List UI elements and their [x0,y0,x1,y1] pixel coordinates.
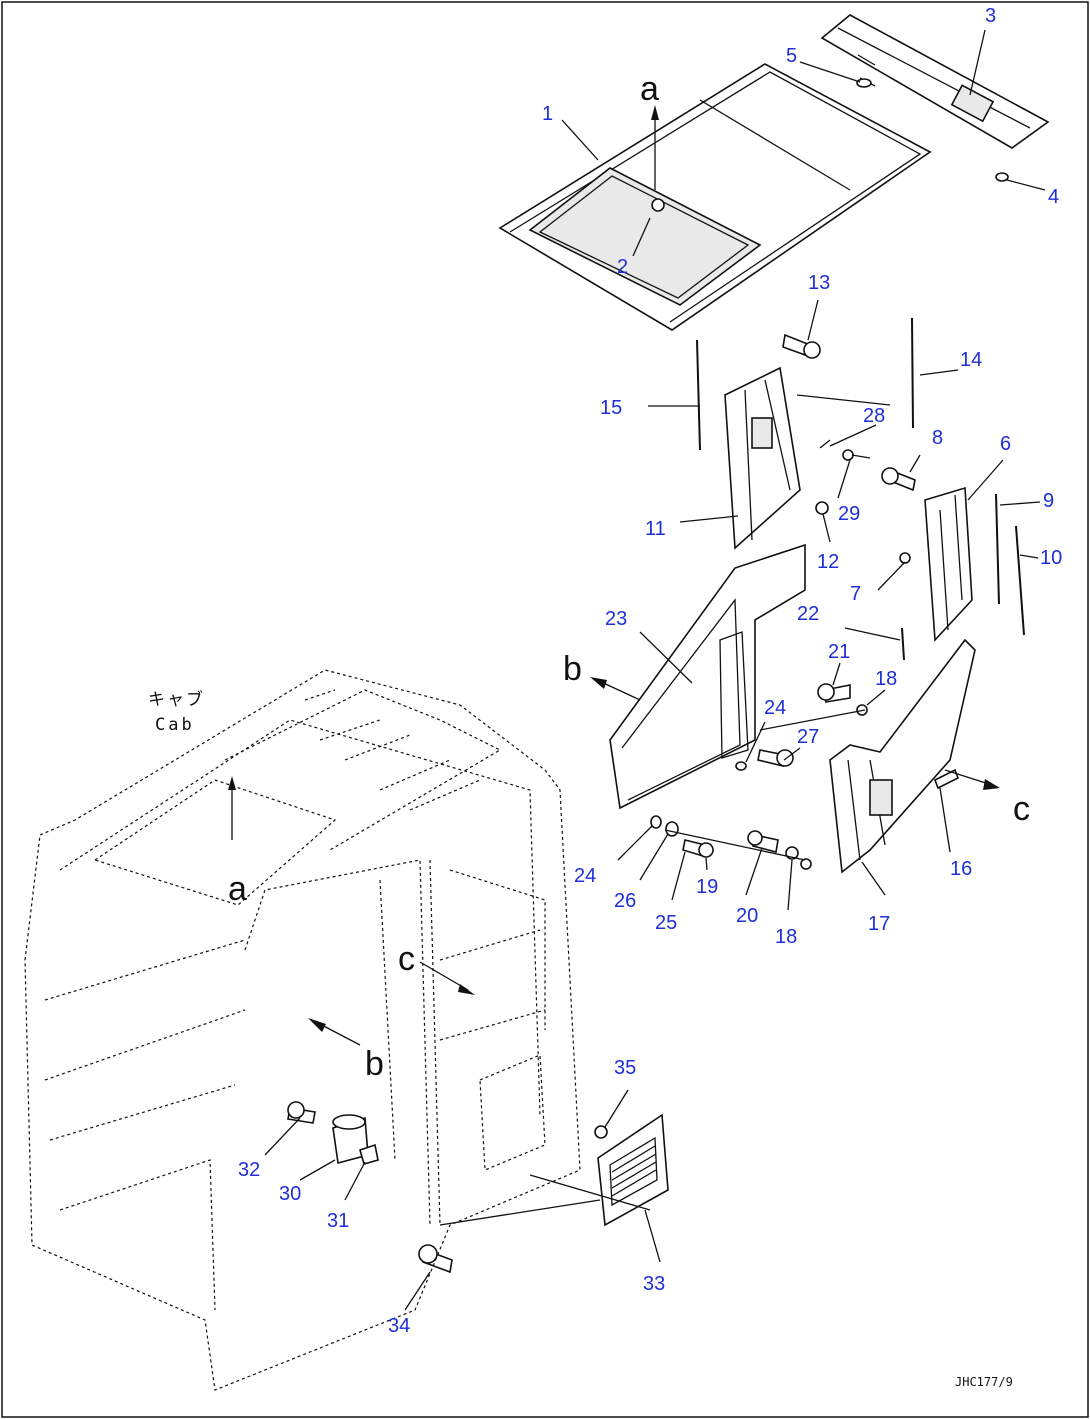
leader-lines [264,29,1046,1311]
cab-label-en: Cab [155,715,195,735]
callout-12: 12 [817,551,839,573]
callout-14: 14 [960,349,982,371]
callout-29: 29 [838,503,860,525]
callout-16: 16 [950,858,972,880]
callout-31: 31 [327,1210,349,1232]
callout-17: 17 [868,913,890,935]
callout-18-lower: 18 [775,926,797,948]
callout-3: 3 [985,5,996,27]
pillar-cover-11-part [724,366,801,550]
callout-8: 8 [932,427,943,449]
callout-13: 13 [808,272,830,294]
callout-23: 23 [605,608,627,630]
side-panel-23-part [609,543,806,810]
callout-27: 27 [797,726,819,748]
callout-19: 19 [696,876,718,898]
callout-5: 5 [786,45,797,67]
direction-arrows [228,105,1000,1046]
callout-numbers: 1 2 3 4 5 6 7 8 9 10 11 12 13 14 15 16 1… [238,5,1062,1337]
callout-11: 11 [645,518,666,540]
callout-21: 21 [828,641,850,663]
callout-2: 2 [617,256,628,278]
callout-26: 26 [614,890,636,912]
callout-24-upper: 24 [764,697,786,719]
callout-15: 15 [600,397,622,419]
hardware-parts [287,317,1025,1274]
roof-liner-part [498,63,932,331]
callout-32: 32 [238,1159,260,1181]
callout-1: 1 [542,103,553,125]
callout-4: 4 [1048,186,1059,208]
cab-body [24,669,581,1391]
callout-20: 20 [736,905,758,927]
label-a-top: a [640,70,659,108]
callout-30: 30 [279,1183,301,1205]
callout-18-upper: 18 [875,668,897,690]
rear-cover-part [820,14,1050,182]
callout-28: 28 [863,405,885,427]
callout-35: 35 [614,1057,636,1079]
side-panel-17-part [829,638,976,874]
callout-22: 22 [797,603,819,625]
callout-33: 33 [643,1273,665,1295]
label-c-cab: c [398,940,415,978]
callout-6: 6 [1000,433,1011,455]
cab-label-jp: キャブ [148,689,205,710]
callout-34: 34 [388,1315,410,1337]
callout-7: 7 [850,583,861,605]
callout-10: 10 [1040,547,1062,569]
callout-9: 9 [1043,490,1054,512]
label-c-right: c [1013,790,1030,828]
letter-annotations: a b c a b c キャブ Cab JHC177/9 [148,70,1030,1389]
label-b-cab: b [365,1045,384,1083]
grille-33-part [597,1113,669,1227]
callout-25: 25 [655,912,677,934]
label-a-cab: a [228,870,247,908]
pillar-cover-6-part [924,486,973,642]
callout-24-lower: 24 [574,865,596,887]
label-b-left: b [563,650,582,688]
diagram-code: JHC177/9 [955,1375,1013,1389]
